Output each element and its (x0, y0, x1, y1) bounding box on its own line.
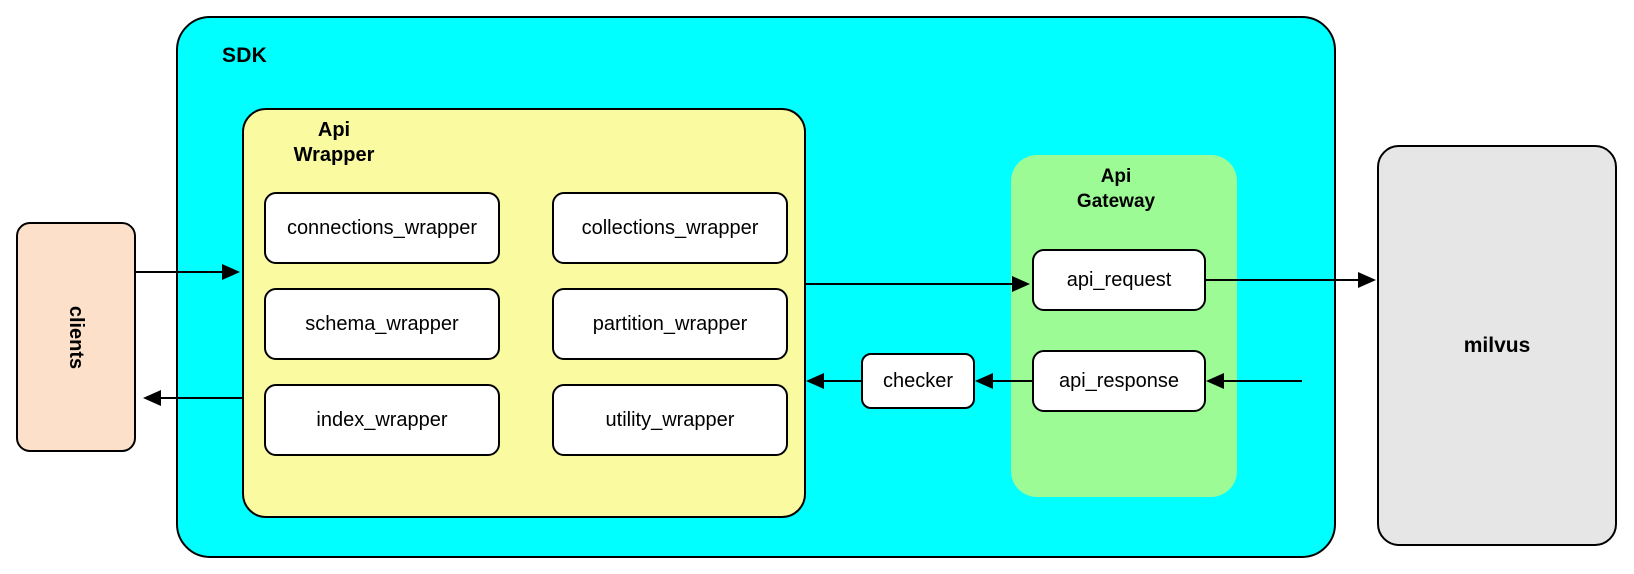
api-wrapper-label-line1: Api (317, 119, 351, 141)
node-checker[interactable]: checker (861, 353, 975, 409)
node-schema-wrapper-label: schema_wrapper (305, 312, 459, 335)
node-collections-wrapper-label: collections_wrapper (581, 216, 759, 239)
node-checker-label: checker (882, 369, 954, 392)
node-milvus-label: milvus (1463, 333, 1531, 357)
node-api-response[interactable]: api_response (1032, 350, 1206, 412)
node-milvus[interactable]: milvus (1377, 145, 1617, 546)
node-api-request-label: api_request (1066, 268, 1172, 291)
node-clients[interactable]: clients (16, 222, 136, 452)
container-api-wrapper-label: Api Wrapper (262, 118, 406, 168)
node-schema-wrapper[interactable]: schema_wrapper (264, 288, 500, 360)
api-gateway-label-line1: Api (1100, 166, 1132, 187)
node-clients-label: clients (65, 305, 88, 369)
node-connections-wrapper[interactable]: connections_wrapper (264, 192, 500, 264)
node-collections-wrapper[interactable]: collections_wrapper (552, 192, 788, 264)
node-api-response-label: api_response (1058, 369, 1180, 392)
node-connections-wrapper-label: connections_wrapper (286, 216, 478, 239)
node-partition-wrapper-label: partition_wrapper (592, 312, 748, 335)
node-api-request[interactable]: api_request (1032, 249, 1206, 311)
api-wrapper-label-line2: Wrapper (293, 144, 375, 166)
node-utility-wrapper[interactable]: utility_wrapper (552, 384, 788, 456)
node-index-wrapper[interactable]: index_wrapper (264, 384, 500, 456)
node-utility-wrapper-label: utility_wrapper (605, 408, 735, 431)
container-api-gateway[interactable]: Api Gateway (1011, 155, 1237, 497)
container-api-gateway-label: Api Gateway (1041, 165, 1191, 214)
node-index-wrapper-label: index_wrapper (316, 408, 448, 431)
node-partition-wrapper[interactable]: partition_wrapper (552, 288, 788, 360)
container-sdk-label: SDK (222, 44, 267, 67)
api-gateway-label-line2: Gateway (1076, 190, 1156, 212)
